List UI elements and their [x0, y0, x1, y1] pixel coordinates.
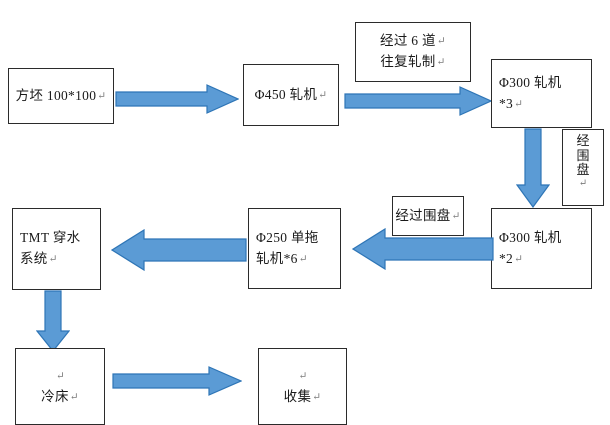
node-loop-char-2: 围 — [576, 147, 590, 163]
node-loop-vertical[interactable]: 经 围 盘 ↵ — [562, 129, 604, 206]
node-loop-char-3: 盘 — [576, 162, 590, 178]
node-pass-loop-line1: 经过围盘↵ — [395, 207, 461, 223]
pilcrow-mark: ↵ — [514, 98, 524, 110]
pilcrow-mark: ↵ — [436, 36, 446, 48]
node-mill-300-x3-line1: Φ300 轧机 — [499, 74, 562, 90]
pilcrow-mark: ↵ — [48, 254, 58, 265]
pilcrow-mark: ↵ — [97, 90, 107, 102]
node-mill-300-x3-line2: *3↵ — [499, 95, 524, 111]
node-billet[interactable]: 方坯 100*100↵ — [8, 68, 114, 124]
pilcrow-mark: ↵ — [298, 253, 308, 265]
node-mill-250-line1: Φ250 单拖 — [256, 229, 319, 245]
arrow-300x3-to-300x2[interactable] — [516, 128, 550, 208]
node-pass-6[interactable]: 经过 6 道↵ 往复轧制↵ — [355, 22, 471, 82]
arrow-300x2-to-250[interactable] — [352, 228, 494, 270]
pilcrow-mark: ↵ — [451, 210, 461, 222]
arrow-down-icon — [516, 128, 550, 208]
node-pass-loop[interactable]: 经过围盘↵ — [392, 196, 464, 236]
arrow-left-icon — [111, 229, 247, 271]
node-tmt[interactable]: TMT 穿水 系统↵ — [12, 208, 101, 290]
pilcrow-mark: ↵ — [55, 370, 66, 382]
pilcrow-mark: ↵ — [578, 177, 588, 189]
arrow-left-icon — [352, 228, 494, 270]
node-cooling-bed-line2: 冷床↵ — [41, 388, 79, 404]
node-mill-450[interactable]: Φ450 轧机↵ — [243, 64, 339, 126]
arrow-billet-to-450[interactable] — [115, 84, 239, 114]
node-tmt-line2: 系统↵ — [20, 251, 58, 266]
pilcrow-mark: ↵ — [298, 370, 308, 382]
arrow-cooling-bed-to-collect[interactable] — [112, 366, 242, 396]
node-cooling-bed-line1: ↵ — [55, 366, 65, 387]
node-mill-250-line2: 轧机*6↵ — [256, 250, 308, 266]
arrow-450-to-300x3[interactable] — [344, 86, 492, 116]
node-billet-line1: 方坯 100*100↵ — [15, 87, 107, 103]
node-mill-300-x2-line1: Φ300 轧机 — [499, 229, 562, 245]
node-collect[interactable]: ↵ 收集↵ — [258, 348, 347, 425]
node-mill-300-x2-line2: *2↵ — [499, 250, 524, 266]
node-loop-char-1: 经 — [576, 133, 590, 148]
arrow-tmt-to-cooling-bed[interactable] — [36, 290, 70, 352]
node-mill-300-x3[interactable]: Φ300 轧机 *3↵ — [491, 59, 592, 128]
pilcrow-mark: ↵ — [436, 57, 446, 68]
arrow-down-icon — [36, 290, 70, 352]
arrow-right-icon — [115, 84, 239, 114]
node-mill-250[interactable]: Φ250 单拖 轧机*6↵ — [248, 208, 341, 289]
pilcrow-mark: ↵ — [69, 391, 79, 403]
pilcrow-mark: ↵ — [514, 253, 524, 265]
node-pass-6-line1: 经过 6 道↵ — [380, 33, 446, 49]
arrow-right-icon — [112, 366, 242, 396]
pilcrow-mark: ↵ — [318, 89, 328, 101]
arrow-250-to-tmt[interactable] — [111, 229, 247, 271]
node-mill-450-line1: Φ450 轧机↵ — [254, 86, 328, 102]
node-mill-300-x2[interactable]: Φ300 轧机 *2↵ — [491, 208, 592, 289]
node-pass-6-line2: 往复轧制↵ — [380, 54, 446, 69]
arrow-right-icon — [344, 86, 492, 116]
node-tmt-line1: TMT 穿水 — [20, 230, 81, 246]
pilcrow-mark: ↵ — [312, 391, 322, 403]
node-collect-line1: ↵ — [297, 366, 307, 387]
node-collect-line2: 收集↵ — [283, 388, 322, 404]
node-cooling-bed[interactable]: ↵ 冷床↵ — [15, 348, 105, 425]
